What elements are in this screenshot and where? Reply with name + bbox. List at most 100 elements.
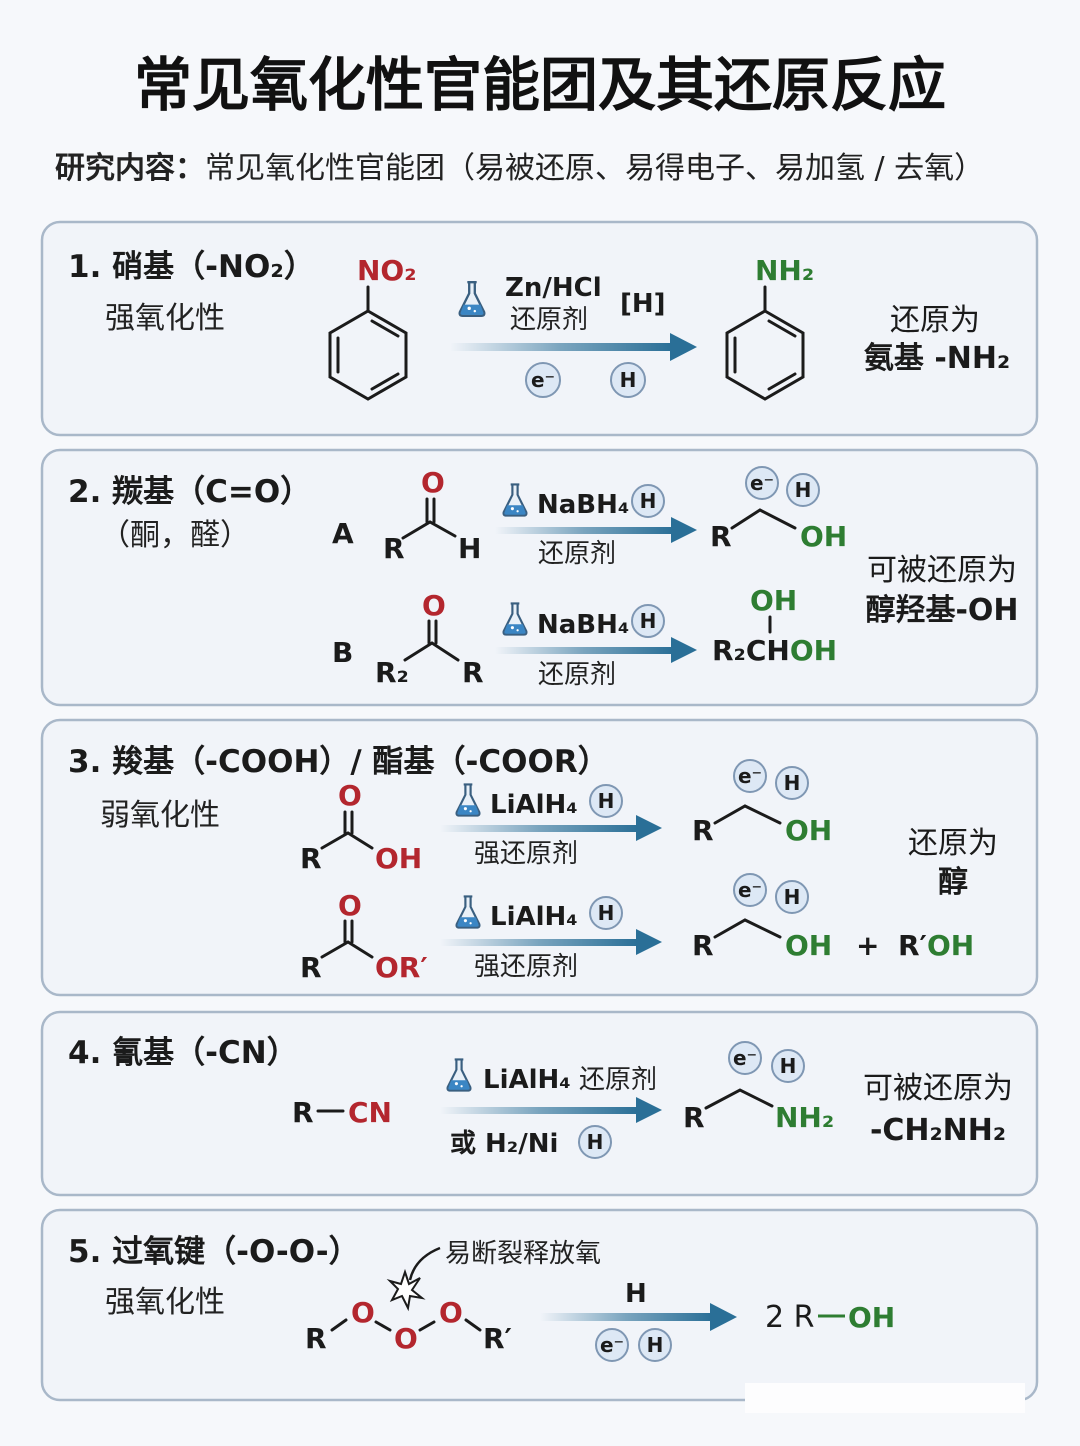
svg-text:e⁻: e⁻: [738, 878, 762, 902]
electron-badge: e⁻: [595, 1328, 629, 1362]
card: [40, 220, 1039, 437]
section-property: （酮，醛）: [100, 518, 250, 553]
product-prefix: 2 R: [765, 1300, 814, 1335]
product-amine: NH₂: [775, 1101, 834, 1134]
reaction-arrow: [440, 929, 662, 955]
reagent: LiAlH₄: [490, 790, 578, 820]
reagent-note: 强还原剂: [474, 952, 578, 982]
svg-text:e⁻: e⁻: [750, 471, 774, 495]
electron-badge: e⁻: [525, 362, 561, 398]
carbonyl-oxygen: O: [338, 779, 362, 812]
electron-badge: e⁻: [733, 873, 767, 907]
product-bond: [730, 508, 797, 530]
product-oh: OH: [800, 520, 847, 553]
reaction-arrow: [440, 1097, 662, 1123]
card: [40, 448, 1039, 707]
product-oh-top: OH: [750, 584, 797, 617]
section-title: 1. 硝基（-NO₂）: [68, 249, 315, 285]
side-product: R′OH: [898, 929, 974, 962]
section-property: 弱氧化性: [100, 798, 220, 833]
page-title: 常见氧化性官能团及其还原反应: [134, 51, 946, 119]
hydrogen-badge: H: [631, 484, 665, 518]
product-bond: [713, 918, 782, 939]
hydrogen-badge: H: [631, 604, 665, 638]
r-group: R: [305, 1322, 327, 1355]
svg-text:e⁻: e⁻: [733, 1046, 757, 1070]
reagent-note: 还原剂: [510, 305, 588, 335]
hydrogen-label: H: [625, 1279, 647, 1309]
reaction-arrow: [440, 815, 662, 841]
nitro-group: NO₂: [357, 254, 417, 287]
hydrogen-badge: H: [638, 1328, 672, 1362]
svg-text:H: H: [795, 478, 812, 502]
reaction-b-label: B: [332, 636, 353, 669]
ketone-bonds: [403, 619, 460, 662]
reagent-note: 还原剂: [538, 660, 616, 690]
section-carbonyl: 2. 羰基（C=O） （酮，醛） A O R H NaBH₄ H 还原剂 e⁻ …: [40, 448, 1039, 707]
product-r: R: [692, 814, 714, 847]
reagent-note: 强还原剂: [474, 839, 578, 869]
r-prime-group: R′: [483, 1322, 512, 1355]
result-line1: 可被还原为: [867, 553, 1017, 588]
electron-badge: e⁻: [733, 759, 767, 793]
section-title: 4. 氰基（-CN）: [68, 1035, 298, 1071]
alkoxy-group: OR′: [375, 951, 428, 984]
svg-text:e⁻: e⁻: [600, 1333, 624, 1357]
section-property: 强氧化性: [105, 301, 225, 336]
hydrogen-badge: H: [775, 880, 809, 914]
carbonyl-oxygen: O: [422, 589, 446, 622]
reaction-a-label: A: [332, 517, 354, 550]
result-line2: 醇羟基-OH: [865, 593, 1018, 628]
svg-text:H: H: [587, 1130, 604, 1154]
hydrogen-label: [H]: [620, 289, 666, 319]
reaction-arrow: [450, 333, 697, 361]
svg-text:H: H: [784, 885, 801, 909]
electron-badge: e⁻: [745, 466, 779, 500]
result-line2: 醇: [938, 865, 968, 900]
result-line1: 还原为: [890, 303, 980, 338]
carbonyl-oxygen: O: [421, 466, 445, 499]
card: [40, 1208, 1039, 1402]
callout-text: 易断裂释放氧: [445, 1239, 601, 1269]
reagent: LiAlH₄: [483, 1065, 571, 1095]
svg-text:H: H: [598, 789, 615, 813]
hydrogen-badge: H: [589, 784, 623, 818]
section-peroxide: 5. 过氧键（-O-O-） 强氧化性 R O O O R′ 易断裂释放氧 H e…: [40, 1208, 1039, 1402]
subtitle: 研究内容：常见氧化性官能团（易被还原、易得电子、易加氢 / 去氧）: [55, 151, 984, 186]
section-title: 2. 羰基（C=O）: [68, 474, 311, 510]
svg-text:H: H: [640, 609, 657, 633]
svg-text:H: H: [784, 771, 801, 795]
result-line1: 可被还原为: [863, 1071, 1013, 1106]
r2-group: R₂: [375, 656, 409, 689]
reaction-arrow: [495, 637, 697, 663]
product-bond: [704, 1088, 774, 1110]
peroxide-bonds: [330, 1318, 482, 1332]
reagent-note: 还原剂: [538, 539, 616, 569]
section-nitro: 1. 硝基（-NO₂） 强氧化性 NO₂ Zn/HCl 还原剂 [H] e⁻ H…: [40, 220, 1039, 437]
cyano-group: CN: [348, 1096, 392, 1129]
product-r: R: [683, 1101, 705, 1134]
svg-text:H: H: [598, 901, 615, 925]
watermark-patch: [745, 1383, 1025, 1413]
reagent: LiAlH₄: [490, 902, 578, 932]
section-property: 强氧化性: [105, 1285, 225, 1320]
product-oh: OH: [785, 929, 832, 962]
h-atom: H: [458, 532, 481, 565]
product-oh: OH: [785, 814, 832, 847]
svg-text:H: H: [647, 1333, 664, 1357]
electron-badge: e⁻: [728, 1041, 762, 1075]
subtitle-label: 研究内容：: [55, 151, 205, 186]
reagent-note: 还原剂: [579, 1065, 657, 1095]
nitrobenzene-ring: [328, 285, 408, 401]
alternative-reagent: 或 H₂/Ni: [450, 1129, 558, 1159]
aniline-ring: [725, 285, 805, 401]
product-r: R: [692, 929, 714, 962]
reagent: NaBH₄: [537, 490, 629, 520]
section-title: 5. 过氧键（-O-O-）: [68, 1234, 360, 1270]
oxygen-atom: O: [439, 1296, 463, 1329]
svg-text:H: H: [640, 489, 657, 513]
product-r: R: [710, 520, 732, 553]
r-group: R: [292, 1096, 314, 1129]
r-group: R: [300, 842, 322, 875]
